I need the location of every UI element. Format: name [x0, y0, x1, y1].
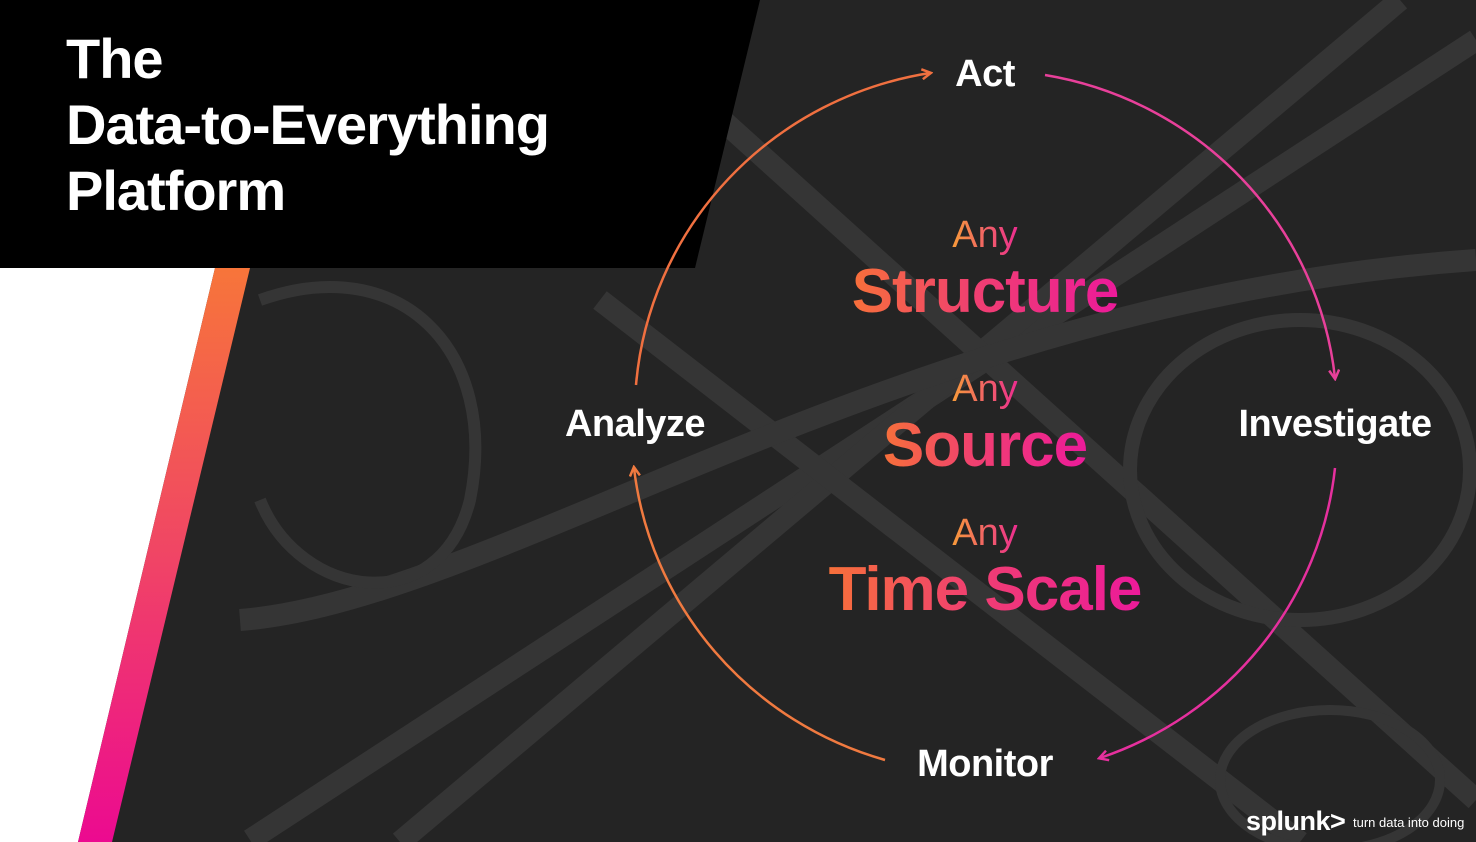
- structure-label: Structure: [851, 257, 1120, 326]
- node-act: Act: [955, 53, 1015, 95]
- white-panel: [0, 268, 215, 842]
- arrow-investigate-to-monitor: [1100, 467, 1337, 758]
- slide-title: The Data-to-Everything Platform: [66, 26, 550, 224]
- road-texture: [239, 0, 1476, 842]
- arrow-monitor-to-analyze: [634, 468, 886, 762]
- any-label: Any: [952, 214, 1018, 256]
- title-line: The: [66, 27, 164, 90]
- gradient-stripe: [78, 268, 250, 842]
- node-analyze: Analyze: [564, 403, 706, 445]
- source-label: Source: [882, 411, 1088, 480]
- title-panel: [0, 0, 760, 268]
- arrow-analyze-to-act: [634, 73, 930, 386]
- time-scale-label: Time Scale: [828, 555, 1143, 624]
- arrow-act-to-investigate: [1044, 73, 1335, 378]
- node-monitor: Monitor: [917, 743, 1053, 785]
- node-investigate: Investigate: [1238, 403, 1432, 445]
- any-label: Any: [952, 368, 1018, 410]
- title-line: Data-to-Everything: [66, 93, 550, 156]
- splunk-logo: splunk>: [1246, 806, 1346, 836]
- cycle-arrows: [634, 73, 1335, 760]
- any-label: Any: [952, 512, 1018, 554]
- tagline: turn data into doing: [1353, 815, 1465, 830]
- title-line: Platform: [66, 159, 286, 222]
